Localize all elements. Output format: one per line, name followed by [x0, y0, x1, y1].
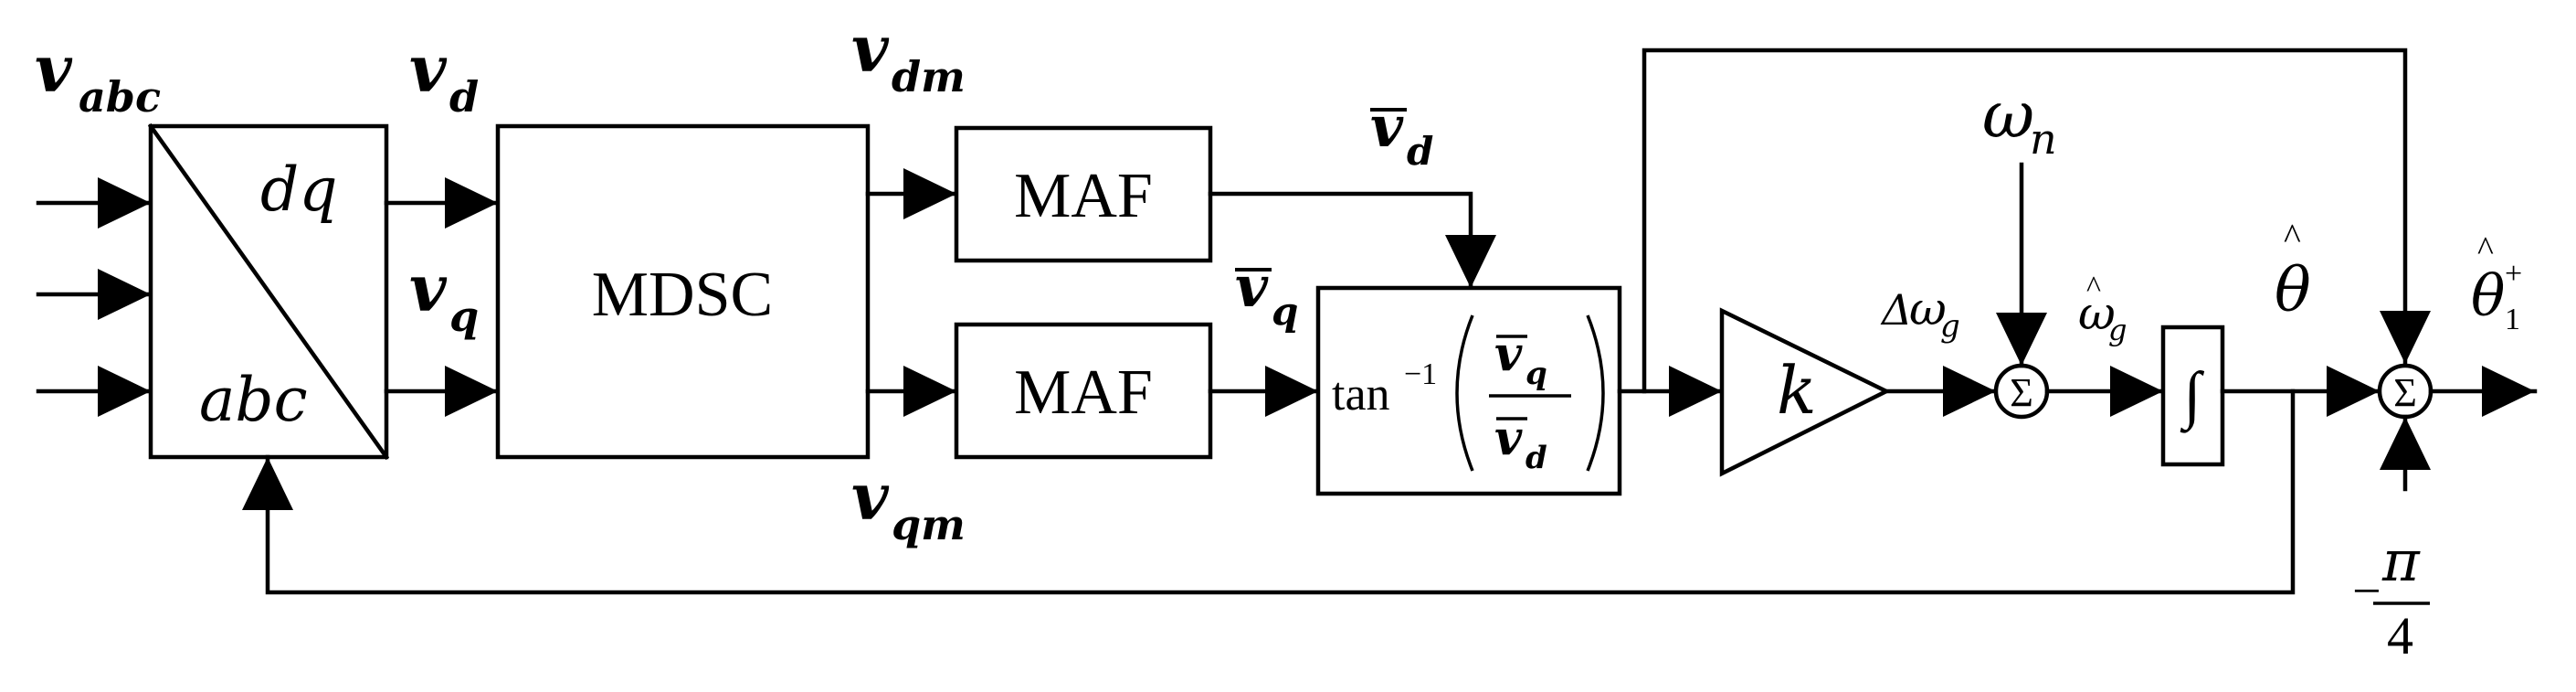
label-v-dm-sub: dm	[892, 52, 966, 101]
label-theta1-hat-accent: ^	[2477, 230, 2494, 269]
transform-label-abc: abc	[199, 365, 308, 435]
mdsc-block	[495, 123, 871, 460]
label-theta-hat: θ	[2275, 255, 2311, 325]
gain-k-label: k	[1777, 352, 1817, 429]
label-omega-g-hat-accent: ^	[2086, 271, 2101, 304]
label-v-qm-sub: qm	[892, 500, 966, 549]
integrator-symbol: ∫	[2180, 360, 2204, 433]
label-v-qm: v	[851, 459, 890, 535]
label-delta-omega: ω	[1909, 282, 1947, 335]
sum2-sigma: Σ	[2393, 370, 2417, 415]
atan-denominator-sub: d	[1526, 440, 1547, 476]
label-pi: π	[2381, 527, 2421, 594]
arrow-vd-bar	[1208, 191, 1496, 291]
label-vd-bar-sub: d	[1407, 129, 1433, 174]
label-minus: −	[2352, 563, 2381, 620]
mdsc-label: MDSC	[592, 260, 773, 330]
atan-numerator-v: v	[1494, 326, 1523, 382]
arrow-feedforward-theta	[1642, 48, 2431, 394]
label-omega-g-hat-sub: g	[2108, 313, 2127, 347]
label-theta1-sup: +	[2505, 257, 2522, 291]
transform-diagonal	[147, 122, 390, 461]
label-delta-omega-sub: g	[1940, 308, 1960, 345]
label-theta1-hat: θ	[2471, 262, 2505, 329]
atan-tan: tan	[1332, 368, 1390, 421]
label-v-d-sub: d	[449, 72, 479, 122]
label-theta-hat-accent: ^	[2284, 216, 2301, 257]
label-v-q: v	[409, 250, 448, 326]
atan-left-paren	[1455, 314, 1474, 472]
gain-k-block	[1719, 307, 1892, 477]
atan-denominator-v: v	[1494, 410, 1523, 466]
label-four: 4	[2387, 606, 2413, 665]
label-omega-g-hat: ω	[2078, 287, 2116, 340]
label-v-q-sub: q	[449, 292, 479, 341]
atan-numerator-sub: q	[1526, 356, 1547, 392]
label-v-abc-sub: abc	[79, 72, 161, 122]
maf-bottom-label: MAF	[1014, 357, 1153, 428]
sum1-sigma: Σ	[2010, 370, 2033, 415]
label-vq-bar: v	[1235, 253, 1269, 320]
maf-top-label: MAF	[1014, 161, 1153, 231]
transform-label-dq: dq	[260, 154, 338, 225]
label-delta: Δ	[1880, 285, 1912, 335]
label-vq-bar-sub: q	[1272, 289, 1298, 334]
arrow-feedback-theta	[242, 389, 2296, 595]
label-v-dm: v	[851, 11, 890, 87]
label-vd-bar: v	[1370, 93, 1404, 160]
atan-inverse-exp: −1	[1404, 357, 1437, 391]
label-theta1-sub: 1	[2505, 303, 2520, 336]
label-omega-n-sub: n	[2030, 114, 2057, 164]
label-v-d: v	[409, 31, 448, 107]
label-v-abc: v	[35, 31, 73, 107]
atan-right-paren	[1586, 314, 1605, 472]
label-omega-n: ω	[1982, 78, 2034, 153]
integrator-block	[2160, 325, 2225, 467]
